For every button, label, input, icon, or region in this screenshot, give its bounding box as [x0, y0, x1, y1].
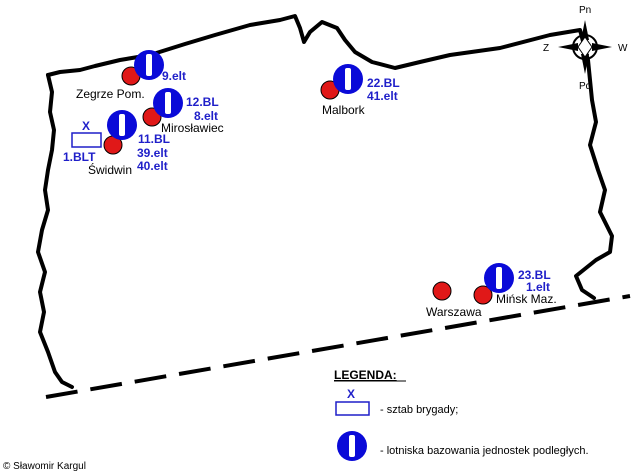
copyright: © Sławomir Kargul: [3, 461, 86, 472]
city-miroslawiec: Mirosławiec: [161, 121, 224, 135]
unit-minsk-1: 23.BL: [518, 268, 551, 282]
compass-west: Z: [543, 43, 549, 54]
legend-airfield-text: - lotniska bazowania jednostek podległyc…: [380, 445, 589, 457]
city-malbork: Malbork: [322, 103, 366, 117]
dashed-line: [45, 294, 631, 399]
city-swidwin: Świdwin: [88, 162, 132, 177]
city-zegrze: Zegrze Pom.: [76, 87, 145, 101]
legend-title: LEGENDA:: [334, 368, 397, 382]
compass-north: Pn: [579, 5, 591, 16]
unit-hq: 1.BLT: [63, 150, 96, 164]
country-outline: [46, 14, 614, 300]
base-dot-warszawa: [432, 281, 452, 301]
legend-airfield-icon: [337, 431, 367, 461]
legend-hq-symbol: [335, 401, 370, 416]
country-outline-west: [36, 73, 74, 389]
unit-swidwin-1: 11.BL: [138, 132, 170, 146]
airfield-marker-zegrze: [134, 50, 164, 80]
airfield-marker-swidwin: [107, 110, 137, 140]
base-dot-minsk: [473, 285, 493, 305]
brigade-hq-symbol: X: [71, 119, 102, 148]
compass-east: W: [618, 43, 628, 54]
hq-symbol-x: X: [82, 119, 90, 133]
unit-swidwin-3: 40.elt: [137, 159, 168, 173]
unit-miroslawiec-1: 12.BL: [186, 95, 219, 109]
unit-malbork-2: 41.elt: [367, 89, 398, 103]
unit-miroslawiec-2: 8.elt: [194, 109, 218, 123]
unit-malbork-1: 22.BL: [367, 76, 400, 90]
legend-hq-x: X: [347, 387, 355, 401]
unit-zegrze-1: 9.elt: [162, 69, 186, 83]
legend: LEGENDA: X - sztab brygady; - lotniska b…: [334, 368, 589, 461]
legend-hq-text: - sztab brygady;: [380, 404, 458, 416]
airfield-marker-malbork: [333, 64, 363, 94]
compass-south: Pd: [579, 81, 591, 92]
airfield-marker-miroslawiec: [153, 88, 183, 118]
city-minsk: Mińsk Maz.: [496, 292, 557, 306]
unit-swidwin-2: 39.elt: [137, 146, 168, 160]
city-warszawa: Warszawa: [426, 305, 482, 319]
airfield-marker-minsk: [484, 263, 514, 293]
compass-rose: Pn Pd Z W: [543, 5, 628, 92]
unit-minsk-2: 1.elt: [526, 280, 550, 294]
